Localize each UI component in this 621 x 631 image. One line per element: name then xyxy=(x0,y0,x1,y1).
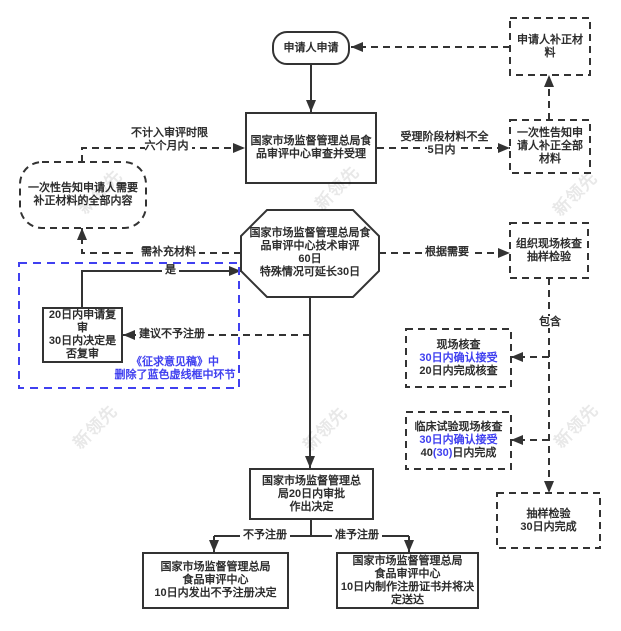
node-notify-all-content-label: 一次性告知申请人需要 补正材料的全部内容 xyxy=(28,182,138,207)
node-notify-all-content: 一次性告知申请人需要 补正材料的全部内容 xyxy=(20,162,146,228)
node-technical-review-label: 国家市场监督管理总局食 品审评中心技术审评 60日 特殊情况可延长30日 xyxy=(249,227,371,278)
label-need-supplement: 需补充材料 xyxy=(138,246,199,259)
blue-dashed-frame xyxy=(18,262,240,389)
label-yes: 是 xyxy=(162,264,179,277)
node-organize-onsite: 组织现场核查 抽样检验 xyxy=(510,223,588,278)
node-onsite-check: 现场核查 30日内确认接受 20日内完成核查 xyxy=(406,329,511,387)
shape-organize-onsite xyxy=(509,222,589,279)
shape-clinical-check xyxy=(405,411,512,470)
node-reject-decision-label: 国家市场监督管理总局 食品审评中心 10日内发出不予注册决定 xyxy=(154,561,277,599)
label-acceptance-incomplete-text: 受理阶段材料不全 5日内 xyxy=(397,131,489,156)
clinical-check-line3-pre: 40 xyxy=(420,447,433,459)
clinical-check-line2: 30日内确认接受 xyxy=(419,434,498,446)
label-as-needed-text: 根据需要 xyxy=(422,246,472,258)
label-approve-text: 准予注册 xyxy=(332,529,382,541)
onsite-check-line3: 20日内完成核查 xyxy=(419,364,498,377)
node-technical-review: 国家市场监督管理总局食 品审评中心技术审评 60日 特殊情况可延长30日 xyxy=(241,209,379,297)
onsite-check-line2: 30日内确认接受 xyxy=(419,351,498,364)
node-clinical-check: 临床试验现场核查 30日内确认接受 40(30)日内完成 xyxy=(406,412,511,469)
label-need-supplement-text: 需补充材料 xyxy=(138,246,199,258)
clinical-check-line3-post: 日内完成 xyxy=(452,447,497,459)
node-register-cert-label: 国家市场监督管理总局 食品审评中心 10日内制作注册证书并将决 定送达 xyxy=(340,554,475,606)
label-suggest-reject-text: 建议不予注册 xyxy=(136,328,208,340)
label-not-counted: 不计入审评时限 六个月内 xyxy=(126,127,210,153)
label-include: 包含 xyxy=(536,316,564,329)
label-approve: 准予注册 xyxy=(332,529,382,542)
dashed-shape-group xyxy=(19,17,601,549)
clinical-check-line1: 临床试验现场核查 xyxy=(414,421,503,433)
node-start: 申请人申请 xyxy=(272,31,350,65)
shape-notify-all-content xyxy=(19,161,147,229)
label-suggest-reject: 建议不予注册 xyxy=(136,328,208,341)
edge-reexam-to-octagon xyxy=(81,266,241,307)
label-reject-text: 不予注册 xyxy=(240,529,290,541)
node-review-acceptance: 国家市场监督管理总局食 品审评中心审查并受理 xyxy=(245,112,377,184)
node-notify-all-correction-label: 一次性告知申 请人补正全部 材料 xyxy=(517,127,583,165)
clinical-check-line3: 40(30)日内完成 xyxy=(421,447,497,460)
label-include-text: 包含 xyxy=(536,316,564,328)
label-reject: 不予注册 xyxy=(240,529,290,542)
shape-correction-material xyxy=(509,17,591,76)
label-acceptance-incomplete: 受理阶段材料不全 5日内 xyxy=(395,131,491,157)
node-reject-decision: 国家市场监督管理总局 食品审评中心 10日内发出不予注册决定 xyxy=(142,552,289,609)
node-correction-material: 申请人补正材 料 xyxy=(510,18,590,75)
label-as-needed: 根据需要 xyxy=(422,246,472,259)
node-reexamination-label: 20日内申请复 审 30日内决定是 否复审 xyxy=(48,309,117,360)
shape-onsite-check xyxy=(405,328,512,388)
node-register-cert: 国家市场监督管理总局 食品审评中心 10日内制作注册证书并将决 定送达 xyxy=(336,552,479,609)
node-organize-onsite-label: 组织现场核查 抽样检验 xyxy=(516,237,582,263)
label-not-counted-text: 不计入审评时限 六个月内 xyxy=(128,127,208,152)
node-reexamination: 20日内申请复 审 30日内决定是 否复审 xyxy=(42,307,123,363)
node-review-acceptance-label: 国家市场监督管理总局食 品审评中心审查并受理 xyxy=(250,135,372,160)
node-start-label: 申请人申请 xyxy=(283,41,339,54)
shape-sampling-test xyxy=(496,492,601,549)
node-sampling-test-label: 抽样检验 30日内完成 xyxy=(520,507,577,533)
node-notify-all-correction: 一次性告知申 请人补正全部 材料 xyxy=(510,120,590,173)
onsite-check-line1: 现场核查 xyxy=(436,338,481,351)
node-approval: 国家市场监督管理总 局20日内审批 作出决定 xyxy=(249,468,374,520)
shape-technical-review-octagon xyxy=(240,209,380,298)
node-correction-material-label: 申请人补正材 料 xyxy=(517,33,583,59)
label-yes-text: 是 xyxy=(162,264,179,276)
node-approval-label: 国家市场监督管理总 局20日内审批 作出决定 xyxy=(262,474,361,513)
revision-note: 《征求意见稿》中 删除了蓝色虚线框中环节 xyxy=(114,356,236,381)
clinical-check-line3-blue: (30) xyxy=(432,447,453,459)
shape-notify-all-correction xyxy=(509,119,591,174)
node-sampling-test: 抽样检验 30日内完成 xyxy=(497,493,600,548)
